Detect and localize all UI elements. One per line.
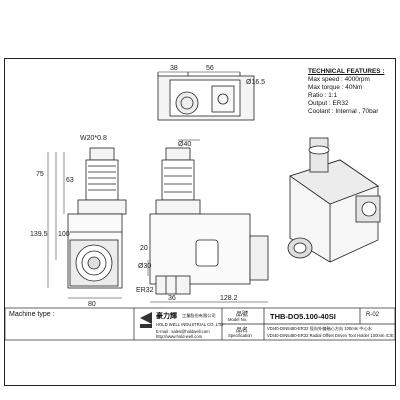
spec-label-cn: 品名	[236, 328, 249, 334]
tech-line: Output : ER32	[308, 100, 349, 108]
tech-line: Coolant : Internal , 70bar	[308, 108, 379, 116]
tech-line: Max speed : 4000rpm	[308, 76, 370, 84]
dim-20: 20	[140, 245, 148, 252]
iso-view	[287, 137, 381, 263]
company-name-cn-suffix: 工業股份有限公司	[182, 313, 216, 318]
dim-100: 100	[58, 231, 70, 238]
spec-label-en: Specification	[228, 333, 252, 338]
drawing-sheet	[4, 58, 396, 386]
company-web: http://www.hold-well.com	[156, 334, 203, 339]
dim-16: Ø16.5	[246, 79, 265, 86]
company-logo	[140, 312, 152, 328]
dim-36: 36	[168, 295, 176, 302]
model-label-cn: 品號	[236, 312, 249, 318]
front-view	[67, 147, 127, 289]
dim-63: 63	[66, 177, 74, 184]
dim-40: Ø40	[178, 141, 191, 148]
dim-128: 128.2	[220, 295, 238, 302]
tech-line: Max torque : 40Nm	[308, 84, 363, 92]
top-view	[157, 72, 255, 121]
machine-type-label: Machine type :	[9, 311, 55, 318]
model-label-en: Model No.	[228, 317, 248, 322]
dim-30: Ø30	[138, 263, 151, 270]
company-name-cn: 豪力輝	[156, 313, 177, 320]
model-number: THB-DO5.100-40SI	[270, 312, 336, 321]
dim-1395: 139.5	[30, 231, 48, 238]
company-email: E-mail : sales@holdwell.com	[156, 329, 210, 334]
dim-56: 56	[206, 65, 214, 72]
spec-value-cn: VDI40-DIN5480-ER32 徑向外偏軸心方向 100mm 中心水	[267, 326, 372, 331]
technical-features: TECHNICAL FEATURES : Max speed : 4000rpm…	[308, 68, 392, 117]
side-view	[149, 147, 269, 295]
spec-value-en: VDI40-DIN5480-ER32 Radial Offset Driven …	[267, 333, 394, 338]
tech-heading: TECHNICAL FEATURES :	[308, 68, 385, 75]
dim-38: 38	[170, 65, 178, 72]
tech-line: Ratio : 1:1	[308, 92, 338, 100]
dim-80: 80	[88, 301, 96, 308]
company-name-en: HOLD WELL INDUSTRIAL CO.,LTD	[156, 322, 224, 327]
dim-75: 75	[36, 171, 44, 178]
dim-er32: ER32	[136, 287, 154, 294]
dim-thread: W20*0.8	[80, 135, 107, 142]
revision: R-02	[366, 312, 380, 318]
